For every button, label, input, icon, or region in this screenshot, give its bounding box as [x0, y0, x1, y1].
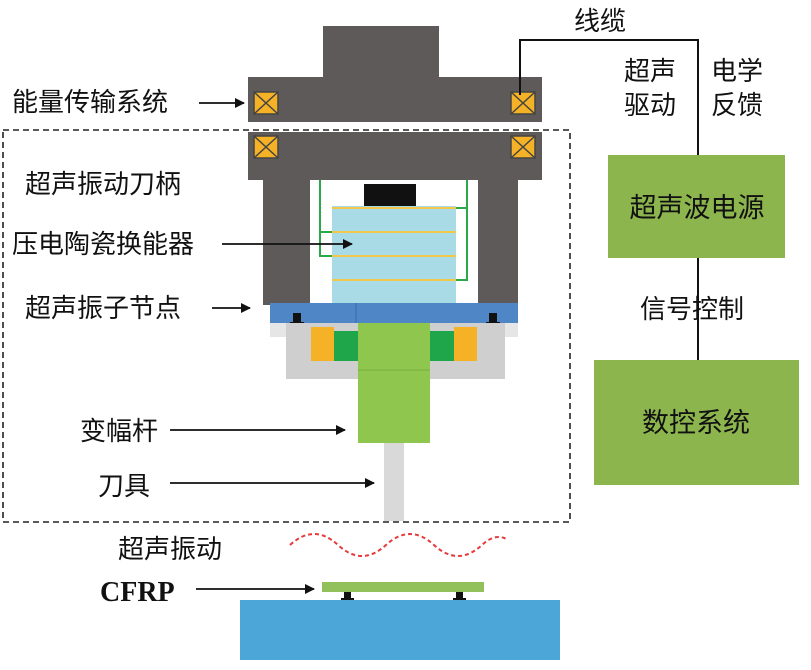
horn-label: 变幅杆 — [80, 417, 158, 447]
cnc-system-label: 数控系统 — [642, 408, 750, 439]
electrode-wires — [319, 180, 468, 281]
housing-left — [263, 175, 310, 305]
back-mass — [364, 184, 416, 208]
drive-label-line1: 超声 — [624, 57, 676, 87]
piezo-label: 压电陶瓷换能器 — [12, 230, 194, 260]
toolholder-boundary — [2, 129, 571, 523]
drive-label-line2: 驱动 — [624, 91, 676, 121]
seal-right-green — [430, 331, 454, 361]
cnc-system-box — [594, 360, 799, 485]
machine-table — [240, 600, 560, 660]
power-supply-box — [608, 155, 785, 258]
piezo-stack — [332, 206, 456, 304]
coil-icon — [510, 91, 536, 115]
housing-right — [478, 175, 518, 305]
node-label: 超声振子节点 — [25, 294, 181, 324]
spindle-top — [323, 26, 439, 80]
signal-control-label: 信号控制 — [640, 295, 744, 325]
toolholder-label: 超声振动刀柄 — [25, 170, 181, 200]
coil-icon — [253, 135, 279, 159]
energy-transfer-label: 能量传输系统 — [12, 88, 168, 118]
node-flange — [270, 303, 518, 323]
seal-right-orange — [454, 327, 477, 361]
vibration-wave — [289, 533, 509, 557]
tool-label: 刀具 — [98, 472, 150, 502]
seal-left-green — [334, 331, 358, 361]
seal-left-orange — [311, 327, 334, 361]
horn — [358, 323, 430, 443]
power-supply-label: 超声波电源 — [630, 193, 765, 224]
cable-line — [519, 39, 699, 155]
housing-top — [248, 132, 542, 180]
cfrp-label: CFRP — [100, 577, 175, 608]
feedback-label-line2: 反馈 — [711, 91, 763, 121]
cable-label: 线缆 — [574, 7, 626, 37]
coil-icon — [253, 91, 279, 115]
feedback-label-line1: 电学 — [711, 57, 763, 87]
tool — [384, 443, 404, 521]
upper-coil-bar — [248, 77, 542, 122]
cfrp-plate — [322, 582, 484, 592]
coil-icon — [510, 135, 536, 159]
vibration-label: 超声振动 — [118, 535, 222, 565]
